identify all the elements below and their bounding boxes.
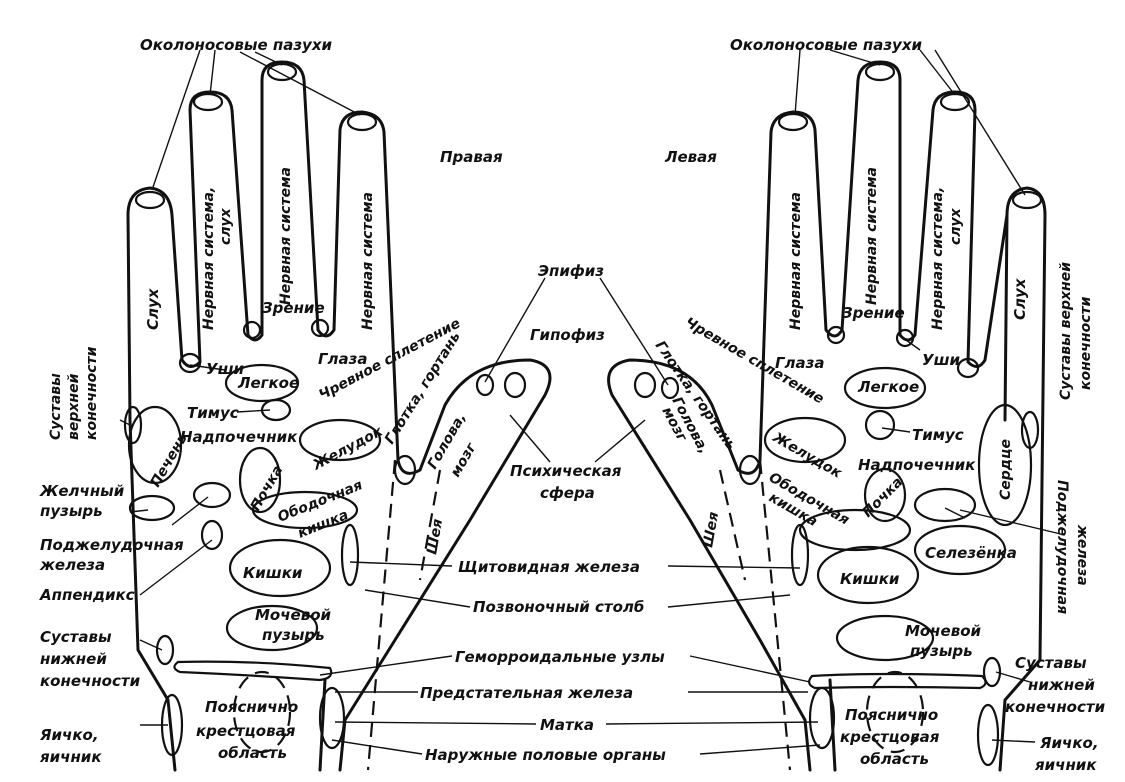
rh-lumbar-label-1: Пояснично [205,698,298,716]
rh-eyes-label: Глаза [318,350,368,368]
lh-sinuses-label: Околоносовые пазухи [730,36,923,54]
lh-hearing-label: Слух [1011,277,1029,320]
rh-thymus-label: Тимус [187,404,239,422]
left-hand-outline [607,60,1047,772]
rh-testis-label-1: Яичко, [39,726,99,744]
lh-nerve-system-a-label: Нервная система [788,192,804,330]
lh-upper-joints-label-2: конечности [1078,296,1094,390]
rh-pancreas-label-1: Поджелудочная [40,536,184,554]
hypophysis-label: Гипофиз [530,326,605,344]
rh-upper-joints-label-1: Суставы [48,373,64,440]
uterus-label: Матка [540,716,594,734]
rh-nerve-system-b-label: Нервная система [360,192,376,330]
lh-bladder-label-1: Мочевой [905,622,982,640]
rh-testis-label-2: яичник [39,748,102,766]
lh-lower-joints-label-3: конечности [1005,698,1106,716]
lh-pancreas-label-1: Поджелудочная [1054,480,1070,614]
epiphysis-label: Эпифиз [538,262,604,280]
right-hand-outline [126,60,552,772]
lh-lumbar-label-1: Пояснично [845,706,938,724]
thyroid-label: Щитовидная железа [458,558,640,576]
rh-sinuses-label: Околоносовые пазухи [140,36,333,54]
hemorrhoids-label: Геморроидальные узлы [455,648,665,666]
rh-stomach-label: Желудок [309,423,385,474]
lh-eyes-label: Глаза [775,354,825,372]
rh-lumbar-label-2: крестцовая [196,722,296,740]
lh-heart-label: Сердце [998,439,1014,500]
rh-intestines-label: Кишки [243,564,303,582]
rh-hearing-label: Слух [144,287,162,330]
rh-bladder-label-2: пузырь [262,626,325,644]
rh-upper-joints-label-2: верхней [66,373,82,440]
rh-adrenal-label: Надпочечник [180,428,298,446]
rh-nerve-hearing-label-2: слух [218,207,234,245]
lh-lower-joints-label-1: Суставы [1015,654,1087,672]
lh-adrenal-label: Надпочечник [858,456,976,474]
psychic-label-1: Психическая [510,462,622,480]
leader-lines [119,49,1066,755]
lh-pancreas-label-2: железа [1074,524,1090,586]
lh-nerve-hearing-label-2: слух [948,207,964,245]
lh-spleen-label: Селезёнка [925,544,1017,562]
lh-testis-label-1: Яичко, [1039,734,1099,752]
psychic-label-2: сфера [540,484,595,502]
lh-nerve-hearing-label-1: Нервная система, [930,187,946,330]
rh-upper-joints-label-3: конечности [84,346,100,440]
lh-vision-label: Зрение [842,304,905,322]
rh-ears-label: Уши [206,360,244,378]
lh-lung-label: Легкое [857,378,919,396]
rh-appendix-label: Аппендикс [39,586,135,604]
rh-liver-label: Печень [148,431,191,490]
lh-nerve-system-b-label: Нервная система [864,167,880,305]
lh-intestines-label: Кишки [840,570,900,588]
rh-nerve-hearing-label-1: Нервная система, [201,187,217,330]
lh-testis-label-2: яичник [1034,756,1097,774]
rh-lower-joints-label-3: конечности [40,672,141,690]
rh-bladder-label-1: Мочевой [255,606,332,624]
rh-lung-label: Легкое [237,374,299,392]
rh-vision-label: Зрение [262,299,325,317]
lh-thymus-label: Тимус [912,426,964,444]
rh-gallbladder-label-1: Желчный [39,482,125,500]
lh-bladder-label-2: пузырь [910,642,973,660]
rh-lumbar-label-3: область [218,744,287,762]
rh-nerve-system-a-label: Нервная система [278,167,294,305]
prostate-label: Предстательная железа [420,684,633,702]
rh-pancreas-label-2: железа [39,556,105,574]
lh-upper-joints-label-1: Суставы верхней [1058,262,1074,400]
right-hand-zones [123,318,527,771]
rh-lower-joints-label-2: нижней [40,650,107,668]
lh-neck-label: Шея [700,511,722,549]
rh-gallbladder-label-2: пузырь [40,502,103,520]
left-hand-zones [633,325,1040,771]
right-hand-title: Правая [440,148,503,166]
genitals-label: Наружные половые органы [425,746,666,764]
rh-neck-label: Шея [424,518,446,556]
lh-lumbar-label-3: область [860,750,929,768]
rh-kidney-label: Почка [248,463,287,514]
lh-ears-label: Уши [922,351,960,369]
lh-lumbar-label-2: крестцовая [840,728,940,746]
rh-lower-joints-label-1: Суставы [40,628,112,646]
lh-lower-joints-label-2: нижней [1028,676,1095,694]
left-hand-title: Левая [664,148,717,166]
spine-label: Позвоночный столб [473,598,644,616]
